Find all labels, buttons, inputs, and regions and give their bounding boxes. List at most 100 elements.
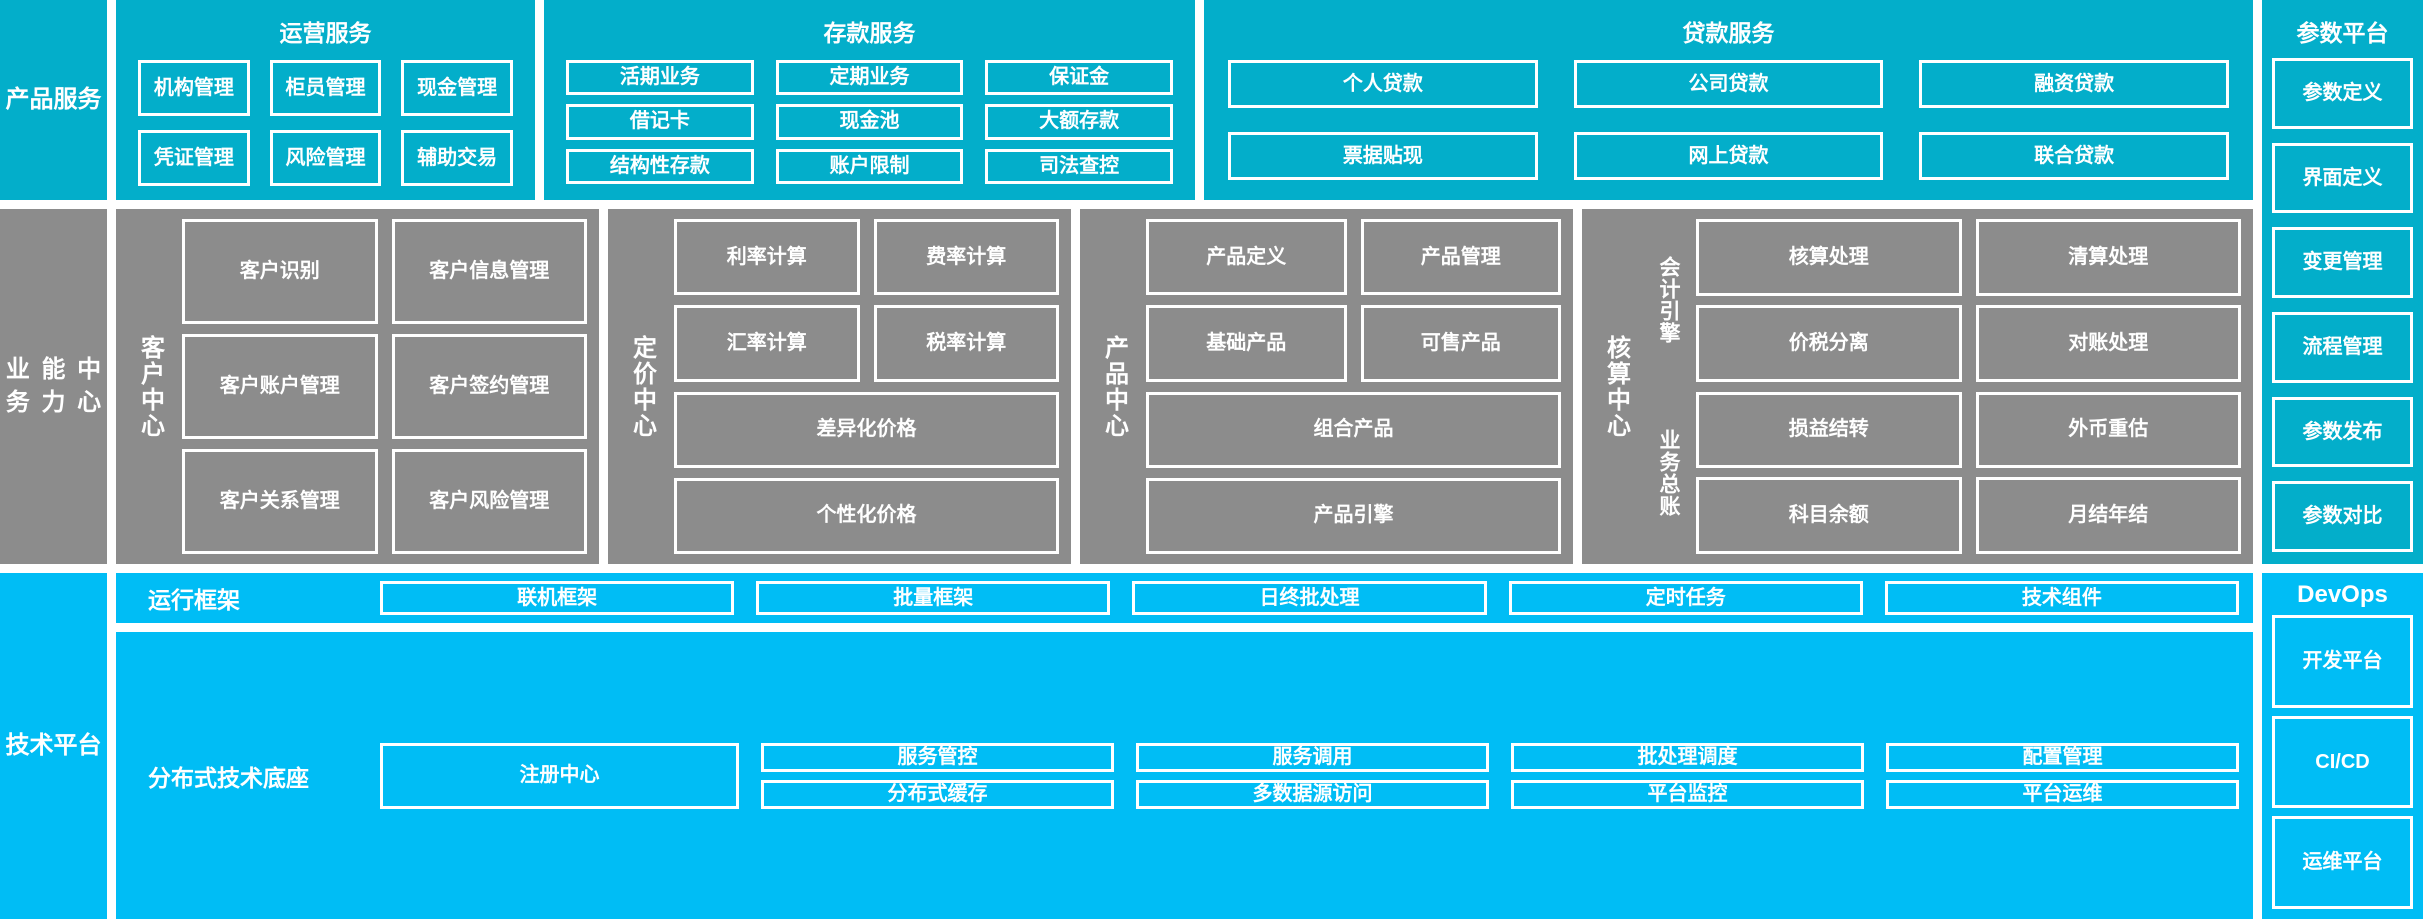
parameter-item[interactable]: 参数定义 [2272,58,2413,129]
service-item[interactable]: 大额存款 [985,104,1173,140]
service-item[interactable]: 公司贷款 [1573,60,1884,108]
capability-item[interactable]: 差异化价格 [674,391,1059,468]
band-label-distributed-foundation: 分布式技术底座 [148,764,309,791]
capability-item[interactable]: 客户信息管理 [391,219,587,324]
service-item[interactable]: 网上贷款 [1573,132,1884,180]
tech-item[interactable]: 服务管控 [761,742,1114,772]
panel-title-loan: 贷款服务 [1682,20,1775,46]
service-item[interactable]: 现金管理 [401,60,513,116]
service-item[interactable]: 辅助交易 [401,130,513,186]
service-item[interactable]: 借记卡 [566,104,754,140]
layer-label-line-2: 能力 [41,356,66,416]
tech-item[interactable]: 定时任务 [1508,581,1863,615]
foundation-column: 批处理调度 平台监控 [1511,742,1864,809]
capability-item[interactable]: 费率计算 [873,219,1059,296]
capability-item[interactable]: 产品引擎 [1146,477,1561,554]
capability-item[interactable]: 客户账户管理 [182,334,378,439]
devops-item[interactable]: 运维平台 [2272,816,2413,910]
capability-item[interactable]: 清算处理 [1975,219,2241,296]
tech-item[interactable]: 平台运维 [1886,779,2239,809]
tech-item[interactable]: 平台监控 [1511,779,1864,809]
devops-item[interactable]: CI/CD [2272,715,2413,809]
service-item[interactable]: 定期业务 [775,60,964,96]
layer-product-services: 产品 服务 运营服务 机构管理 柜员管理 现金管理 凭证管理 风险管理 辅助交易… [0,0,2253,200]
tech-item[interactable]: 分布式缓存 [761,779,1114,809]
service-item[interactable]: 活期业务 [566,60,754,96]
capability-item[interactable]: 个性化价格 [674,477,1059,554]
service-item[interactable]: 现金池 [775,104,964,140]
center-customer: 客户中心 客户识别 客户信息管理 客户账户管理 客户签约管理 客户关系管理 客户… [116,209,599,564]
parameter-item[interactable]: 参数对比 [2272,481,2413,553]
service-item[interactable]: 融资贷款 [1919,60,2229,108]
center-row: 客户识别 客户信息管理 [182,219,587,324]
band-distributed-foundation: 分布式技术底座 注册中心 服务管控 分布式缓存 服务调用 多数据源访问 批处理调… [116,632,2253,919]
center-row: 客户关系管理 客户风险管理 [182,449,587,554]
capability-item[interactable]: 对账处理 [1975,304,2241,382]
service-item[interactable]: 柜员管理 [269,60,382,116]
center-pricing: 定价中心 利率计算 费率计算 汇率计算 税率计算 差异化价格 个性化价格 [608,209,1071,564]
parameter-item[interactable]: 变更管理 [2272,227,2413,299]
tech-item[interactable]: 联机框架 [380,581,735,615]
business-capability-centers: 客户中心 客户识别 客户信息管理 客户账户管理 客户签约管理 客户关系管理 客户… [116,209,2253,564]
tech-item-registry[interactable]: 注册中心 [380,742,739,809]
foundation-column: 配置管理 平台运维 [1886,742,2239,809]
layer-label-line-2: 平台 [53,731,102,759]
tech-item[interactable]: 技术组件 [1884,581,2240,615]
tech-item[interactable]: 服务调用 [1136,742,1489,772]
capability-item[interactable]: 月结年结 [1975,477,2241,554]
service-item[interactable]: 联合贷款 [1919,132,2229,180]
capability-item[interactable]: 核算处理 [1696,219,1962,296]
capability-item[interactable]: 价税分离 [1696,304,1962,382]
capability-item[interactable]: 汇率计算 [674,305,860,382]
parameter-item[interactable]: 参数发布 [2272,396,2413,468]
column-parameter-platform: 参数平台 参数定义 界面定义 变更管理 流程管理 参数发布 参数对比 [2262,0,2423,564]
service-item[interactable]: 保证金 [985,60,1173,96]
center-row: 核算处理 清算处理 [1696,219,2241,296]
parameter-item[interactable]: 界面定义 [2272,142,2413,214]
center-row: 汇率计算 税率计算 [674,305,1059,382]
capability-item[interactable]: 税率计算 [873,305,1059,382]
tech-item[interactable]: 批量框架 [756,581,1111,615]
capability-item[interactable]: 利率计算 [674,219,860,296]
capability-item[interactable]: 客户签约管理 [391,334,587,439]
capability-item[interactable]: 组合产品 [1146,391,1561,468]
tech-item[interactable]: 日终批处理 [1132,581,1487,615]
tech-item[interactable]: 多数据源访问 [1136,779,1489,809]
deposit-items-grid: 活期业务 定期业务 保证金 借记卡 现金池 大额存款 结构性存款 账户限制 司法… [558,60,1181,188]
capability-item[interactable]: 客户识别 [182,219,378,324]
service-item[interactable]: 司法查控 [985,148,1173,184]
parameter-item[interactable]: 流程管理 [2272,312,2413,383]
panel-title-deposit: 存款服务 [823,20,916,46]
customer-items: 客户识别 客户信息管理 客户账户管理 客户签约管理 客户关系管理 客户风险管理 [182,219,587,554]
service-item[interactable]: 凭证管理 [138,130,250,186]
service-item[interactable]: 账户限制 [775,148,964,184]
center-label-product: 产品中心 [1100,334,1128,439]
layer-label-line-1: 产品 [5,85,54,113]
center-row: 组合产品 [1146,391,1561,468]
service-item[interactable]: 票据贴现 [1228,132,1538,180]
tech-item[interactable]: 配置管理 [1886,742,2239,772]
service-item[interactable]: 结构性存款 [566,148,754,184]
center-row: 损益结转 外币重估 [1696,391,2241,469]
capability-item[interactable]: 产品定义 [1146,219,1347,296]
capability-item[interactable]: 外币重估 [1975,391,2241,469]
devops-item[interactable]: 开发平台 [2272,615,2413,708]
subgroup-label-general-ledger: 业务总账 [1657,428,1680,517]
service-item[interactable]: 机构管理 [138,60,250,116]
product-services-panels: 运营服务 机构管理 柜员管理 现金管理 凭证管理 风险管理 辅助交易 存款服务 … [116,0,2253,200]
capability-item[interactable]: 产品管理 [1360,219,1561,296]
layer-label-line-2: 服务 [53,85,102,113]
tech-item[interactable]: 批处理调度 [1511,742,1864,772]
capability-item[interactable]: 基础产品 [1146,305,1347,382]
capability-item[interactable]: 客户关系管理 [182,449,378,554]
layer-label-technical-platform: 技术 平台 [0,573,107,919]
center-row: 价税分离 对账处理 [1696,304,2241,382]
capability-item[interactable]: 科目余额 [1696,477,1962,554]
service-item[interactable]: 风险管理 [269,130,382,186]
general-ledger-items: 损益结转 外币重估 科目余额 月结年结 [1696,391,2241,554]
capability-item[interactable]: 损益结转 [1696,391,1962,469]
distributed-foundation-items: 注册中心 服务管控 分布式缓存 服务调用 多数据源访问 批处理调度 平台监控 [380,729,2239,823]
capability-item[interactable]: 客户风险管理 [391,449,587,554]
capability-item[interactable]: 可售产品 [1360,305,1561,382]
service-item[interactable]: 个人贷款 [1228,60,1538,108]
